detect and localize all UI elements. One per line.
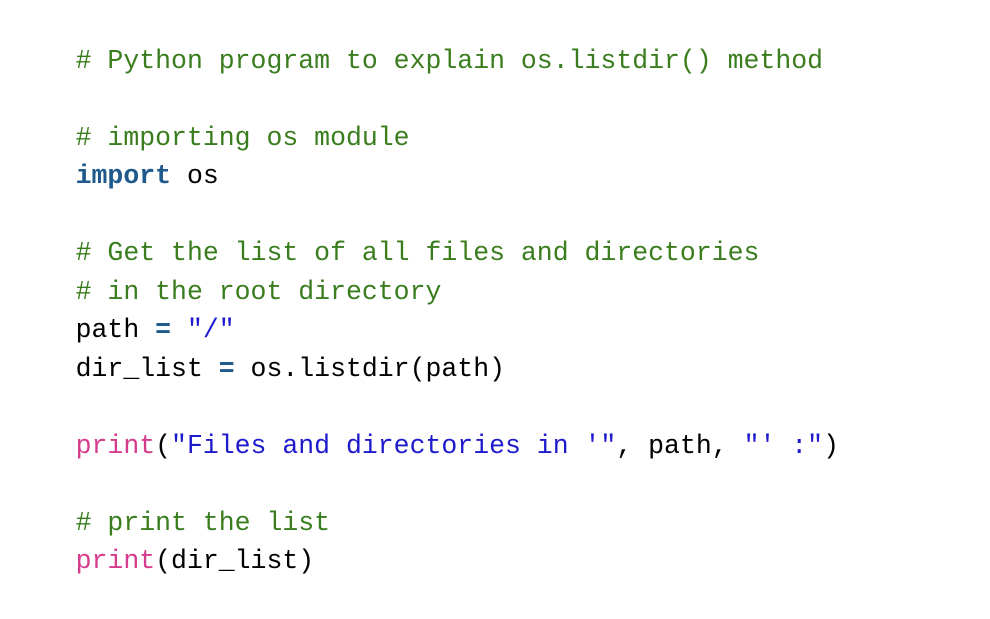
comment-token: # Get the list of all files and director… bbox=[75, 238, 760, 268]
code-line: dir_list = os.listdir(path) bbox=[12, 311, 982, 384]
code-line: # print the list bbox=[12, 465, 982, 538]
identifier-token: os bbox=[171, 161, 219, 191]
punctuation-token: ) bbox=[823, 430, 839, 461]
code-line: # Get the list of all files and director… bbox=[12, 196, 982, 268]
code-line: # in the root directory bbox=[12, 234, 982, 307]
code-line: # importing os module bbox=[12, 80, 982, 153]
identifier-token: dir_list bbox=[75, 353, 219, 384]
code-line: path = "/" bbox=[12, 273, 982, 345]
string-token: "Files and directories in '" bbox=[171, 430, 617, 461]
code-editor: # Python program to explain os.listdir()… bbox=[12, 3, 982, 577]
whitespace-token bbox=[171, 315, 187, 345]
keyword-token: import bbox=[75, 161, 172, 191]
string-token: "' :" bbox=[743, 430, 824, 461]
comment-token: # Python program to explain os.listdir()… bbox=[75, 45, 824, 76]
comment-token: # print the list bbox=[75, 507, 331, 538]
argument-token: (dir_list) bbox=[155, 546, 315, 576]
builtin-token: print bbox=[75, 430, 156, 461]
string-token: "/" bbox=[186, 315, 235, 345]
operator-token: = bbox=[155, 315, 172, 345]
builtin-token: print bbox=[75, 546, 156, 576]
code-line: import os bbox=[12, 119, 982, 191]
code-line: # Python program to explain os.listdir()… bbox=[12, 3, 982, 76]
code-line: print("Files and directories in '", path… bbox=[12, 388, 982, 461]
code-line: print(dir_list) bbox=[12, 504, 982, 576]
comment-token: # importing os module bbox=[75, 122, 410, 153]
call-token: os.listdir(path) bbox=[234, 353, 506, 384]
operator-token: = bbox=[218, 353, 235, 384]
punctuation-token: ( bbox=[155, 430, 172, 461]
identifier-token: path bbox=[75, 315, 156, 345]
comment-token: # in the root directory bbox=[75, 276, 442, 307]
argument-token: , path, bbox=[616, 430, 744, 461]
